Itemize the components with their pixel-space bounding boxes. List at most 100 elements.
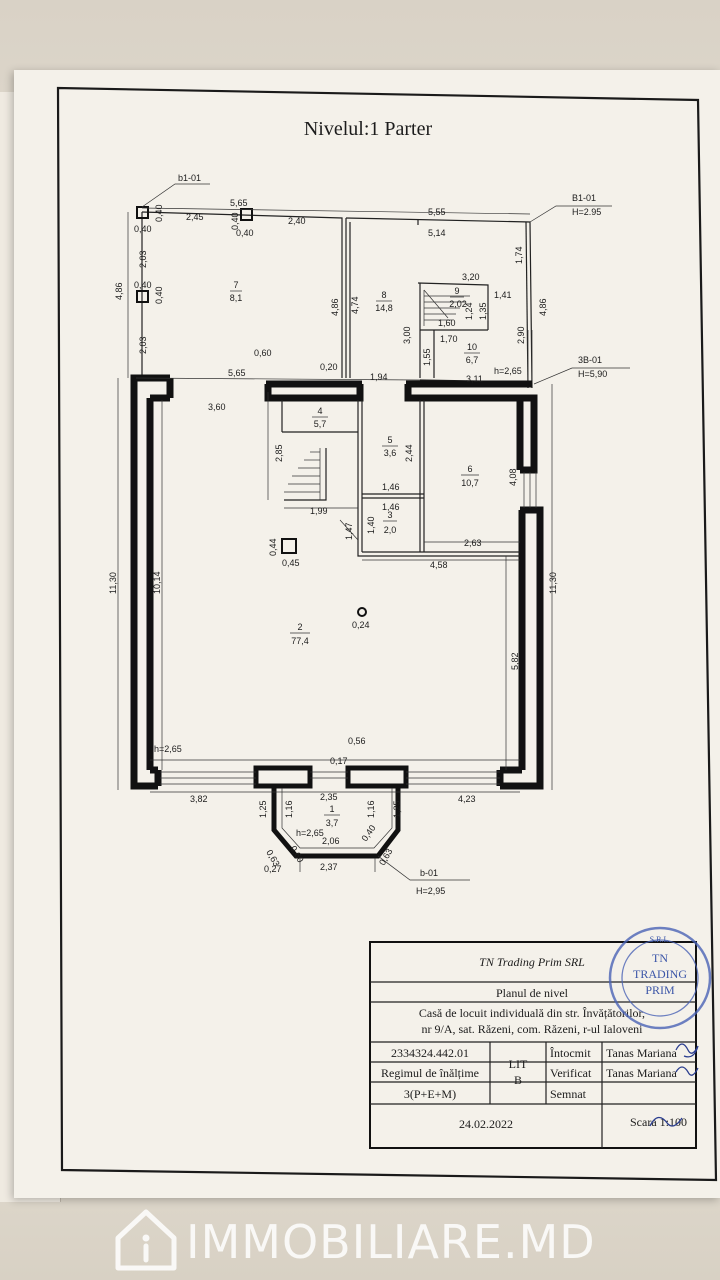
svg-text:2: 2	[297, 622, 302, 632]
svg-text:0,40: 0,40	[154, 286, 164, 304]
svg-text:TN: TN	[652, 951, 668, 965]
stair-9	[423, 289, 470, 326]
doc-type: Planul de nivel	[496, 986, 569, 1000]
svg-text:0,40: 0,40	[134, 280, 152, 290]
svg-text:2,03: 2,03	[138, 336, 148, 354]
svg-text:2,45: 2,45	[186, 212, 204, 222]
svg-text:h=2,65: h=2,65	[154, 744, 182, 754]
callout-b-01-h: H=2,95	[416, 886, 445, 896]
svg-text:1,94: 1,94	[370, 372, 388, 382]
svg-text:8,1: 8,1	[230, 293, 243, 303]
svg-text:2,06: 2,06	[322, 836, 340, 846]
signature	[649, 1043, 699, 1127]
address-line-1: Casă de locuit individuală din str. Învă…	[419, 1006, 645, 1020]
intocmit-name: Tanas Mariana	[606, 1046, 677, 1060]
svg-text:2,40: 2,40	[288, 216, 306, 226]
intocmit-label: Întocmit	[550, 1046, 591, 1060]
callout-B1-01: B1-01	[572, 193, 596, 203]
svg-text:0,40: 0,40	[230, 212, 240, 230]
address-line-2: nr 9/A, sat. Răzeni, com. Răzeni, r-ul I…	[421, 1022, 643, 1036]
title-block: TN Trading Prim SRL Planul de nivel Casă…	[369, 941, 697, 1149]
svg-text:5,65: 5,65	[228, 368, 246, 378]
callout-3B-01: 3B-01	[578, 355, 602, 365]
lit-label: LIT	[509, 1057, 528, 1071]
svg-text:h=2,65: h=2,65	[296, 828, 324, 838]
svg-text:0,40: 0,40	[359, 823, 377, 843]
svg-text:5: 5	[387, 435, 392, 445]
svg-text:0,44: 0,44	[268, 538, 278, 556]
room-1: 1 3,7	[324, 804, 340, 828]
dimension-lines	[117, 183, 630, 881]
company-name: TN Trading Prim SRL	[479, 955, 585, 969]
room-6: 6 10,7	[461, 464, 479, 488]
svg-text:8: 8	[381, 290, 386, 300]
svg-text:1,46: 1,46	[382, 502, 400, 512]
svg-text:4,86: 4,86	[330, 298, 340, 316]
room-4: 4 5,7	[312, 406, 328, 429]
svg-text:2,03: 2,03	[138, 250, 148, 268]
svg-text:10: 10	[467, 342, 477, 352]
svg-text:2,37: 2,37	[320, 862, 338, 872]
plan-title: Nivelul:1 Parter	[304, 118, 433, 140]
svg-text:PRIM: PRIM	[645, 983, 675, 997]
svg-text:1,74: 1,74	[514, 246, 524, 264]
svg-text:0,17: 0,17	[330, 756, 348, 766]
regime-label: Regimul de înălțime	[381, 1066, 479, 1080]
center-marker	[357, 607, 367, 617]
room-8: 8 14,8	[375, 290, 393, 313]
svg-text:5,65: 5,65	[230, 198, 248, 208]
svg-text:2,02: 2,02	[449, 299, 467, 309]
entry-porch	[271, 788, 401, 859]
plan-date: 24.02.2022	[459, 1117, 513, 1131]
svg-text:5,7: 5,7	[314, 419, 327, 429]
dimension-values: 5,65 0,40 0,40 2,45 0,40 0,40 2,40 5,55 …	[108, 198, 558, 874]
svg-text:1: 1	[329, 804, 334, 814]
svg-text:5,82: 5,82	[510, 652, 520, 670]
room-10: 10 6,7	[464, 342, 480, 365]
svg-text:77,4: 77,4	[291, 636, 309, 646]
svg-text:1,16: 1,16	[366, 800, 376, 818]
exterior-walls	[130, 374, 544, 790]
svg-text:4,23: 4,23	[458, 794, 476, 804]
svg-text:1,25: 1,25	[392, 800, 402, 818]
svg-text:0,24: 0,24	[352, 620, 370, 630]
svg-text:1,46: 1,46	[382, 482, 400, 492]
svg-text:10,7: 10,7	[461, 478, 479, 488]
svg-text:0,20: 0,20	[320, 362, 338, 372]
svg-text:1,60: 1,60	[438, 318, 456, 328]
svg-text:0,60: 0,60	[254, 348, 272, 358]
svg-text:6,7: 6,7	[466, 355, 479, 365]
svg-text:1,70: 1,70	[440, 334, 458, 344]
svg-text:5,55: 5,55	[428, 207, 446, 217]
callout-3B-01-h: H=5,90	[578, 369, 607, 379]
lit-value: B	[514, 1073, 522, 1087]
callout-b-01: b-01	[420, 868, 438, 878]
svg-text:3,7: 3,7	[326, 818, 339, 828]
svg-text:1,41: 1,41	[494, 290, 512, 300]
svg-text:0,56: 0,56	[348, 736, 366, 746]
svg-text:2,85: 2,85	[274, 444, 284, 462]
svg-text:6: 6	[467, 464, 472, 474]
room-labels: 7 8,1 8 14,8 9 2,02 10 6,7 4 5,7 5 3,6	[230, 280, 480, 828]
room-7: 7 8,1	[230, 280, 243, 303]
verificat-name: Tanas Mariana	[606, 1066, 677, 1080]
svg-text:1,47: 1,47	[344, 522, 354, 540]
project-code: 2334324.442.01	[391, 1046, 469, 1060]
svg-text:3: 3	[387, 510, 392, 520]
room-9: 9 2,02	[449, 286, 467, 309]
svg-text:h=2,65: h=2,65	[494, 366, 522, 376]
svg-text:0,60: 0,60	[288, 844, 305, 864]
drawing-border	[56, 86, 718, 1182]
svg-text:3,6: 3,6	[384, 448, 397, 458]
svg-text:0,45: 0,45	[282, 558, 300, 568]
svg-text:5,14: 5,14	[428, 228, 446, 238]
svg-text:7: 7	[233, 280, 238, 290]
house-logo-icon	[115, 1209, 177, 1271]
svg-text:0,27: 0,27	[264, 864, 282, 874]
svg-text:0,40: 0,40	[134, 224, 152, 234]
svg-text:2,35: 2,35	[320, 792, 338, 802]
svg-text:3,11: 3,11	[466, 374, 483, 384]
svg-text:1,25: 1,25	[258, 800, 268, 818]
svg-text:10,14: 10,14	[152, 571, 162, 594]
svg-text:1,40: 1,40	[366, 516, 376, 534]
